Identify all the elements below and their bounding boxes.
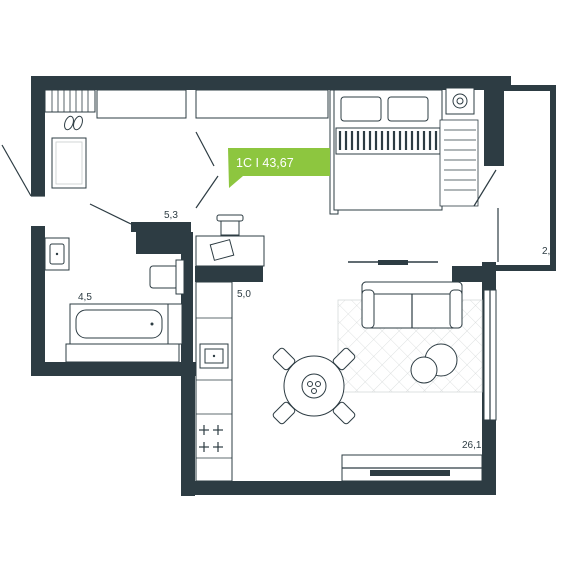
bedside-rug [439, 119, 479, 207]
stove-icon [199, 425, 223, 452]
slippers-icon [64, 115, 83, 131]
dining-table-icon [272, 347, 356, 425]
chair-icon [216, 214, 244, 236]
ottoman-icon [410, 343, 458, 384]
windows [31, 89, 497, 482]
balcony-area-label: 2,8 [542, 246, 556, 257]
bathroom-door [89, 203, 132, 225]
washing-machine-icon [445, 87, 475, 115]
kitchen-area-label: 5,0 [237, 289, 251, 300]
entry-door [1, 144, 32, 197]
hallway-area-label: 5,3 [164, 210, 178, 221]
balcony-door [473, 169, 497, 207]
living-room: 26,1 [272, 87, 483, 451]
kitchen-sink-icon [199, 343, 229, 369]
bathroom-area-label: 4,5 [78, 292, 92, 303]
apartment-badge: 1С I 43,67 [228, 148, 330, 188]
living-room-area-label: 26,1 [462, 440, 482, 451]
living-door-top [195, 131, 215, 167]
toilet-icon [149, 259, 185, 295]
kitchen: 5,0 [195, 281, 251, 482]
sofa-icon [361, 281, 463, 329]
bathtub-icon [69, 303, 183, 345]
living-door-bottom [195, 175, 219, 209]
kitchen-counter [195, 281, 233, 482]
balcony: 2,8 [473, 91, 556, 265]
bathroom: 4,5 [44, 237, 185, 363]
badge-text: 1С I 43,67 [236, 156, 294, 170]
rug-icon [51, 137, 87, 189]
double-bed-icon [333, 89, 443, 211]
badge-shape [228, 148, 330, 188]
hallway: 5,3 [1, 89, 219, 225]
tv-stand-icon [348, 260, 438, 265]
desk-zone [195, 214, 265, 267]
